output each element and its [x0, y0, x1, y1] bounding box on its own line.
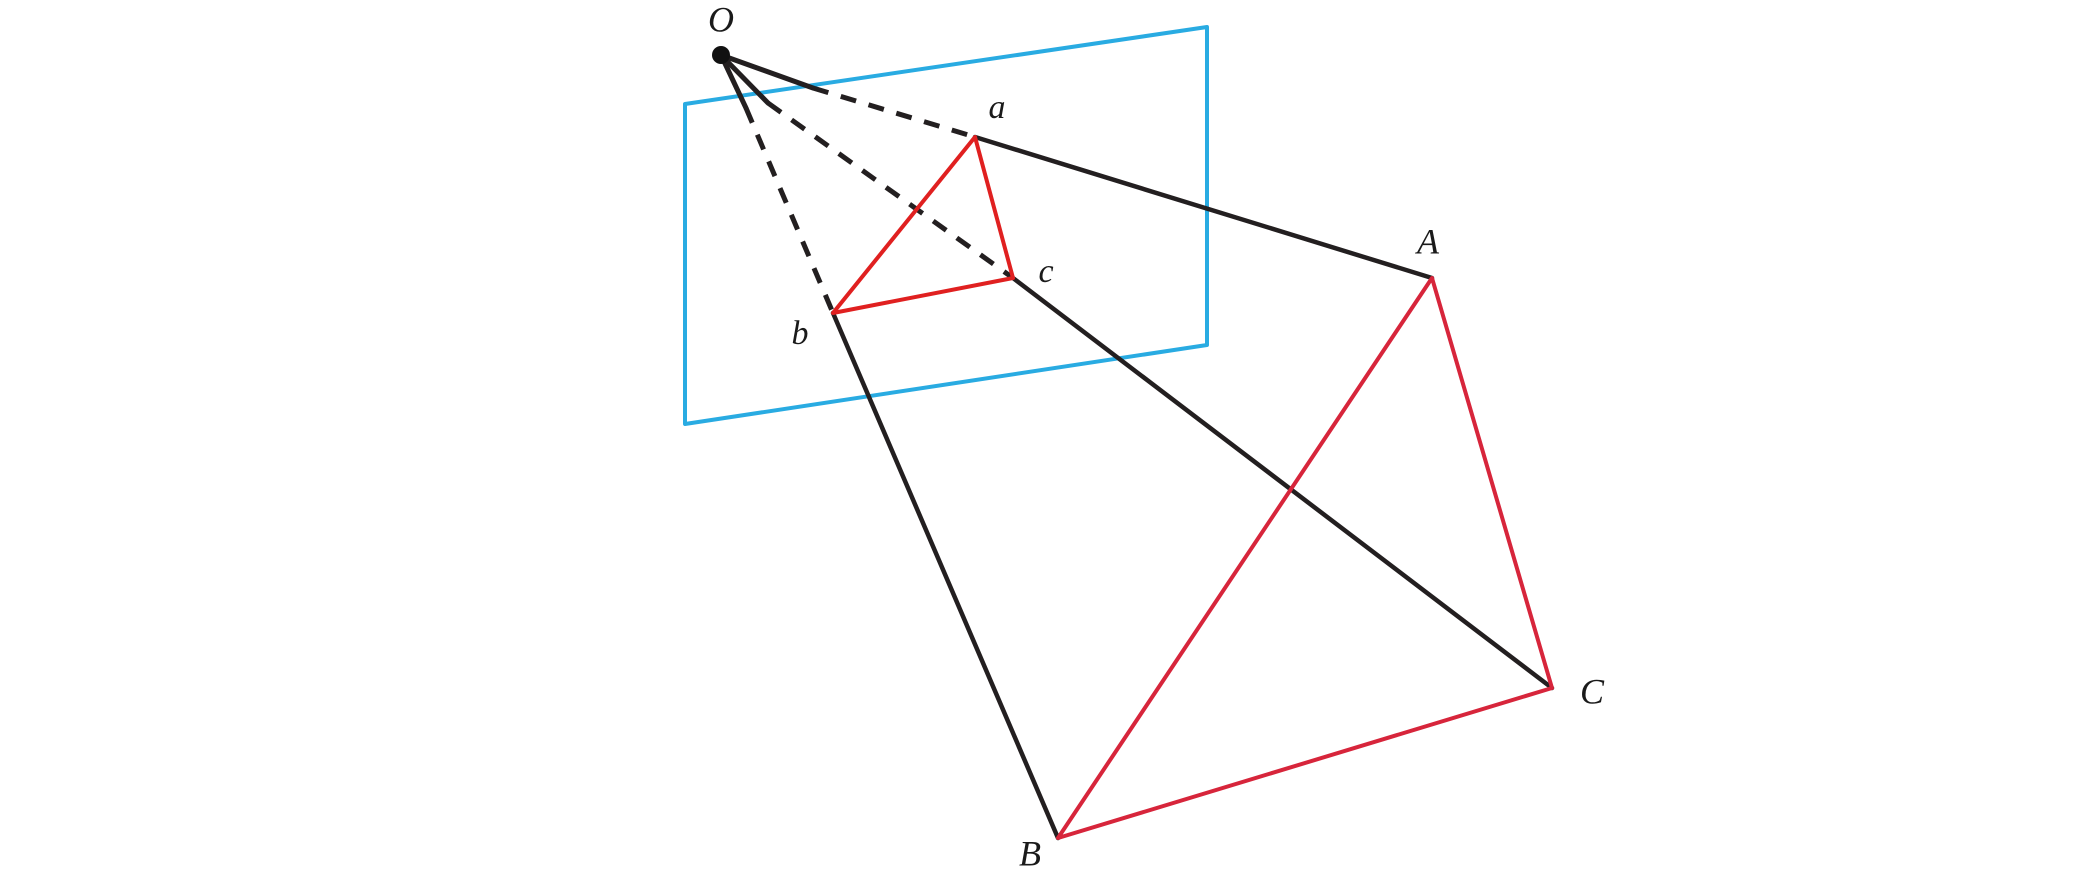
ray-O-a-solid: [718, 52, 816, 91]
line-c-C: [1010, 275, 1555, 691]
projection-rays-group: [718, 52, 1015, 314]
vertex-label-b: b: [792, 315, 809, 352]
vertex-label-O: O: [708, 0, 734, 39]
vertex-label-B: B: [1019, 833, 1041, 873]
line-a-A: [972, 134, 1435, 281]
image-triangle-abc: [831, 135, 1015, 315]
vertex-label-A: A: [1415, 221, 1440, 261]
line-b-B: [830, 310, 1061, 841]
picture-plane-quadrilateral: [683, 25, 1209, 426]
ray-O-c-dashed: [766, 100, 1015, 281]
vertex-label-a: a: [989, 89, 1006, 126]
ray-O-c-solid: [718, 52, 771, 106]
object-triangle-ABC: [1056, 276, 1554, 840]
ray-O-b-dashed: [743, 107, 836, 314]
sight-lines-group: [830, 134, 1555, 841]
vertex-dot-O: [712, 46, 730, 64]
vertex-label-C: C: [1580, 671, 1605, 711]
vertex-labels-group: Oa b c A B C: [708, 0, 1605, 873]
ray-O-b-solid: [718, 52, 749, 111]
vertex-label-c: c: [1038, 253, 1053, 290]
ray-O-a-dashed: [812, 85, 976, 140]
